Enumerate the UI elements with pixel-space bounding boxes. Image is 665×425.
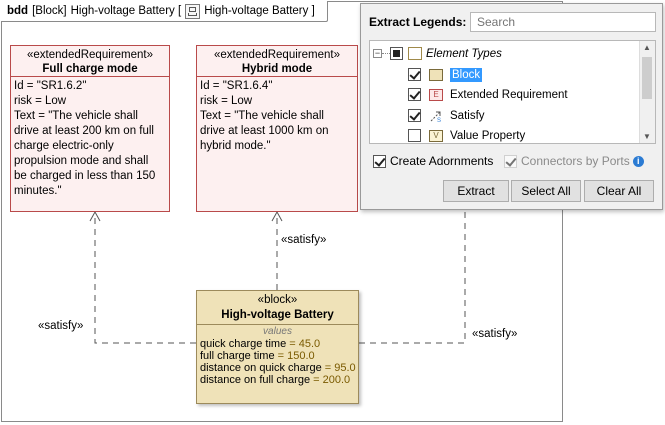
requirement-header: «extendedRequirement» Full charge mode bbox=[11, 46, 169, 77]
satisfy-label-left: «satisfy» bbox=[38, 320, 84, 332]
value-property-value: = 45.0 bbox=[289, 338, 321, 350]
requirement-property: Id = "SR1.6.4" bbox=[200, 80, 273, 92]
tree-item-block[interactable]: Block bbox=[408, 65, 483, 84]
block-high-voltage-battery[interactable]: «block» High-voltage Battery values quic… bbox=[196, 290, 359, 404]
block-name: High-voltage Battery bbox=[221, 309, 334, 321]
block-header: «block» High-voltage Battery bbox=[197, 291, 358, 325]
block-icon bbox=[429, 68, 443, 81]
values-compartment-label: values bbox=[263, 326, 292, 337]
value-property-value: = 95.0 bbox=[324, 362, 356, 374]
requirement-properties: Id = "SR1.6.4" risk = Low Text = "The ve… bbox=[197, 77, 357, 156]
item-checkbox[interactable] bbox=[408, 109, 421, 122]
tree-root-label: Element Types bbox=[426, 47, 502, 60]
diagram-frame-header: bdd [Block] High-voltage Battery [ High-… bbox=[1, 1, 328, 22]
tree-scrollbar[interactable]: ▲ ▼ bbox=[639, 41, 655, 143]
requirement-property: minutes." bbox=[14, 185, 62, 197]
requirement-full-charge-mode[interactable]: «extendedRequirement» Full charge mode I… bbox=[10, 45, 170, 212]
root-checkbox[interactable] bbox=[390, 47, 403, 60]
tree-item-label: Value Property bbox=[450, 129, 526, 142]
diagram-element-type: [Block] bbox=[32, 5, 67, 17]
requirement-property: hybrid mode." bbox=[200, 140, 271, 152]
value-property[interactable]: quick charge time = 45.0 bbox=[197, 338, 358, 350]
create-adornments-option[interactable]: Create Adornments bbox=[373, 154, 493, 168]
create-adornments-checkbox[interactable] bbox=[373, 154, 386, 168]
panel-title: Extract Legends: bbox=[369, 15, 467, 29]
bdd-diagram-icon bbox=[185, 3, 201, 19]
value-property[interactable]: distance on full charge = 200.0 bbox=[197, 374, 358, 386]
tree-item-extended-requirement[interactable]: E Extended Requirement bbox=[408, 85, 568, 104]
extract-legends-panel: Extract Legends: − Element Types Block E… bbox=[360, 3, 663, 210]
scroll-down-icon[interactable]: ▼ bbox=[643, 132, 651, 141]
requirement-name: Full charge mode bbox=[42, 63, 138, 75]
create-adornments-label: Create Adornments bbox=[390, 154, 494, 168]
requirement-properties: Id = "SR1.6.2" risk = Low Text = "The ve… bbox=[11, 77, 169, 201]
scroll-thumb[interactable] bbox=[642, 57, 652, 99]
select-all-button[interactable]: Select All bbox=[511, 180, 581, 202]
requirement-property: drive at least 200 km on full bbox=[14, 125, 154, 137]
scroll-up-icon[interactable]: ▲ bbox=[643, 43, 651, 52]
svg-text:S: S bbox=[437, 118, 441, 122]
value-property-name: distance on quick charge bbox=[200, 362, 322, 374]
connectors-by-ports-label: Connectors by Ports bbox=[521, 154, 630, 168]
connectors-by-ports-option[interactable]: Connectors by Ports i bbox=[504, 154, 644, 168]
block-stereotype: «block» bbox=[257, 294, 298, 306]
value-property-value: = 200.0 bbox=[313, 374, 351, 386]
requirement-stereotype: «extendedRequirement» bbox=[27, 49, 153, 61]
requirement-property: Text = "The vehicle shall bbox=[200, 110, 324, 122]
item-checkbox[interactable] bbox=[408, 129, 421, 142]
element-types-icon bbox=[408, 47, 422, 60]
item-checkbox[interactable] bbox=[408, 68, 421, 81]
requirement-property: Text = "The vehicle shall bbox=[14, 110, 138, 122]
requirement-property: be charged in less than 150 bbox=[14, 170, 156, 182]
info-icon[interactable]: i bbox=[632, 155, 644, 167]
requirement-property: propulsion mode and shall bbox=[14, 155, 149, 167]
requirement-stereotype: «extendedRequirement» bbox=[214, 49, 340, 61]
value-property[interactable]: full charge time = 150.0 bbox=[197, 350, 358, 362]
tree-item-satisfy[interactable]: S Satisfy bbox=[408, 106, 485, 125]
element-types-tree: − Element Types Block E Extended Require… bbox=[369, 40, 656, 144]
satisfy-label-right: «satisfy» bbox=[472, 328, 518, 340]
value-property-name: quick charge time bbox=[200, 338, 287, 350]
tree-item-label: Satisfy bbox=[450, 109, 485, 122]
clear-all-button[interactable]: Clear All bbox=[584, 180, 654, 202]
connectors-by-ports-checkbox[interactable] bbox=[504, 154, 517, 168]
value-property-name: full charge time bbox=[200, 350, 275, 362]
search-input[interactable] bbox=[470, 12, 656, 32]
extended-requirement-icon: E bbox=[429, 88, 443, 101]
requirement-property: Id = "SR1.6.2" bbox=[14, 80, 87, 92]
requirement-property: risk = Low bbox=[200, 95, 253, 107]
value-property-value: = 150.0 bbox=[277, 350, 315, 362]
tree-root[interactable]: − Element Types bbox=[373, 44, 502, 63]
tree-item-label: Block bbox=[450, 67, 483, 82]
item-checkbox[interactable] bbox=[408, 88, 421, 101]
tree-item-label: Extended Requirement bbox=[450, 88, 568, 101]
collapse-icon[interactable]: − bbox=[373, 48, 382, 58]
requirement-property: risk = Low bbox=[14, 95, 67, 107]
value-property-icon: V bbox=[429, 129, 443, 142]
requirement-property: drive at least 1000 km on bbox=[200, 125, 329, 137]
diagram-kind: bdd bbox=[7, 5, 29, 17]
extract-button[interactable]: Extract bbox=[443, 180, 509, 202]
diagram-element-name: High-voltage Battery [ bbox=[70, 5, 182, 17]
satisfy-icon: S bbox=[429, 110, 443, 124]
value-property[interactable]: distance on quick charge = 95.0 bbox=[197, 362, 358, 374]
diagram-context-name: High-voltage Battery ] bbox=[204, 5, 315, 17]
tree-item-value-property[interactable]: V Value Property bbox=[408, 126, 526, 143]
satisfy-label-middle: «satisfy» bbox=[281, 234, 327, 246]
requirement-hybrid-mode[interactable]: «extendedRequirement» Hybrid mode Id = "… bbox=[196, 45, 358, 212]
requirement-name: Hybrid mode bbox=[241, 63, 313, 75]
value-property-name: distance on full charge bbox=[200, 374, 311, 386]
requirement-header: «extendedRequirement» Hybrid mode bbox=[197, 46, 357, 77]
requirement-property: charge electric-only bbox=[14, 140, 114, 152]
